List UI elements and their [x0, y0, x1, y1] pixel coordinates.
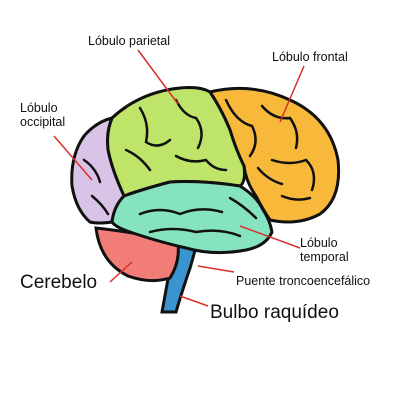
leader-line-bulbo [179, 295, 209, 307]
label-occipital-line2: occipital [20, 115, 66, 130]
label-puente: Puente troncoencefálico [236, 274, 371, 288]
label-frontal: Lóbulo frontal [272, 50, 348, 64]
leader-line-puente [197, 265, 235, 273]
label-temporal: Lóbulo temporal [300, 236, 349, 265]
label-parietal: Lóbulo parietal [88, 34, 171, 48]
leader-line-parietal [137, 49, 179, 105]
label-cerebelo: Cerebelo [20, 272, 98, 293]
leader-line-temporal [239, 225, 301, 249]
label-temporal-line1: Lóbulo [300, 236, 338, 250]
leader-lines [53, 49, 305, 307]
label-occipital-line1: Lóbulo [20, 101, 58, 115]
brain-gyri-lines [82, 98, 316, 238]
label-occipital: Lóbulo occipital [20, 101, 65, 130]
label-temporal-line2: temporal [300, 250, 349, 265]
occipital-lobe-shape [70, 115, 126, 225]
leader-line-occipital [53, 135, 93, 181]
leader-line-frontal [279, 65, 305, 123]
leader-line-cerebelo [109, 261, 133, 283]
label-bulbo: Bulbo raquídeo [210, 302, 339, 323]
